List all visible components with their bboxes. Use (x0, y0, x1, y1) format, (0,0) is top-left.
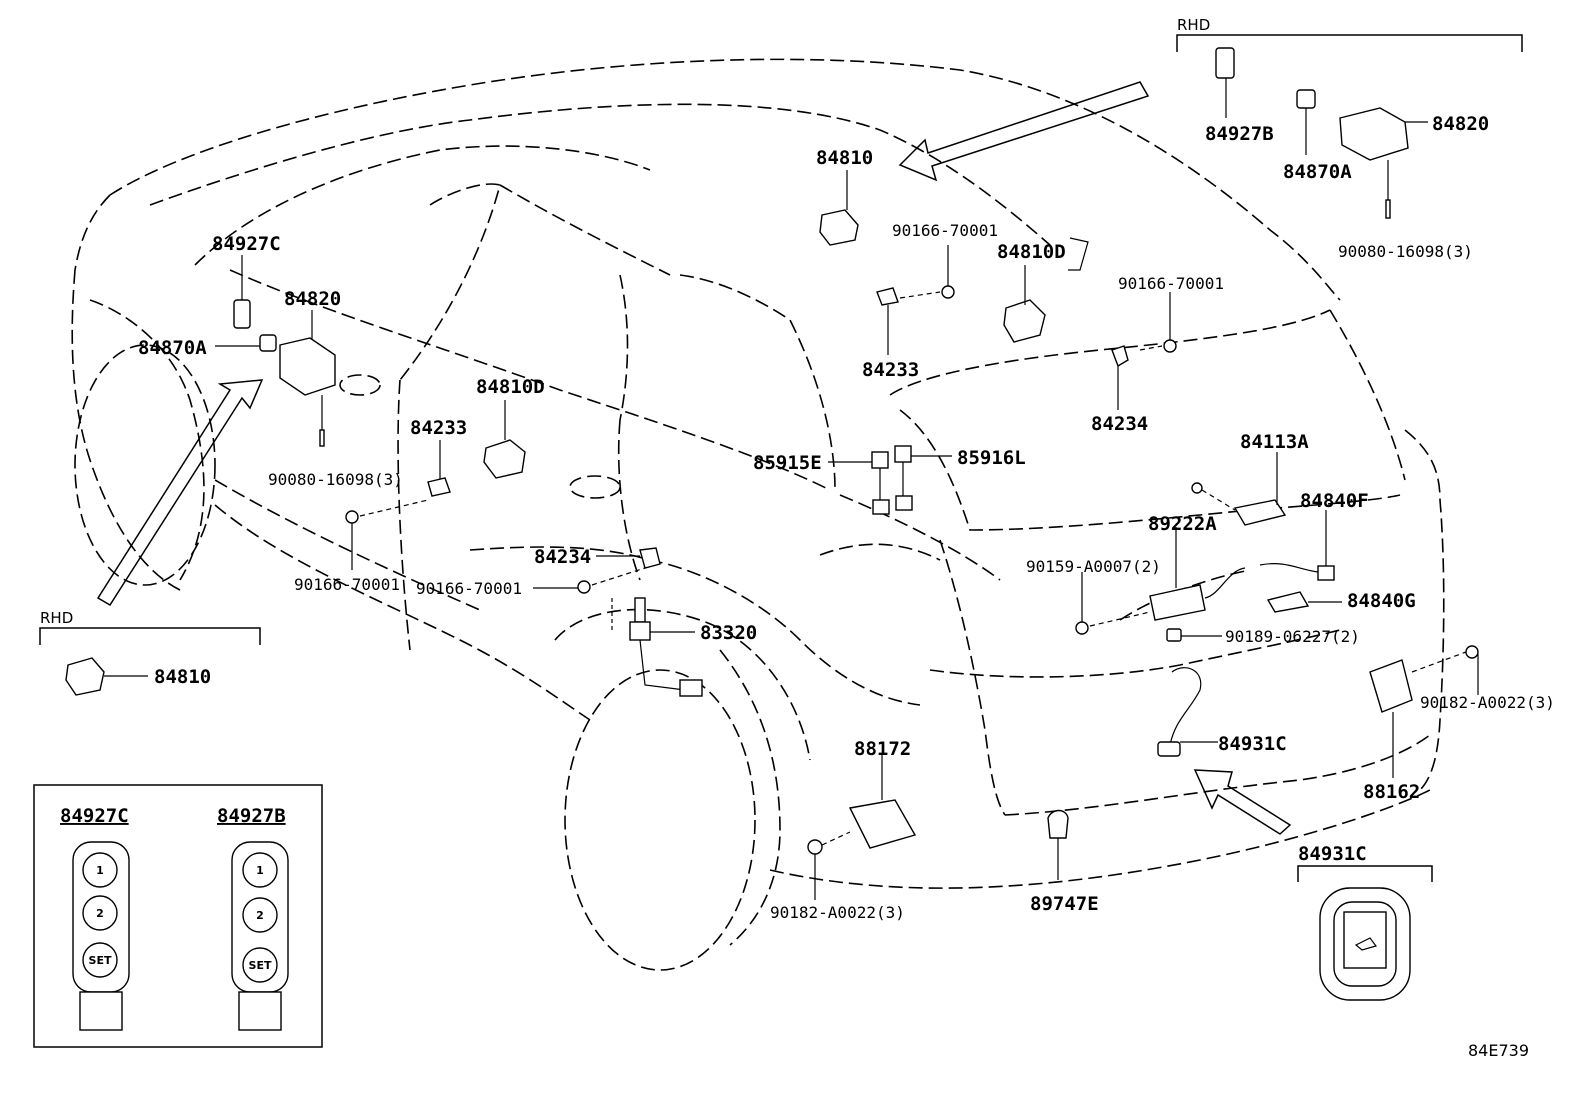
inset-label-84927B: 84927B (217, 805, 286, 827)
label-84233-right: 84233 (862, 359, 919, 381)
inset-label-84931C: 84931C (1298, 843, 1367, 865)
label-84113A: 84113A (1240, 431, 1309, 453)
screw-90159-icon (1075, 572, 1151, 635)
module-88162-icon (1369, 645, 1479, 778)
switch-84810D-mid-icon (483, 400, 526, 479)
label-84927C: 84927C (212, 233, 281, 255)
power-seat-switch-84820-left-icon (279, 310, 336, 447)
sensor-84233-right-icon (876, 287, 899, 355)
label-90189: 90189-06227(2) (1225, 627, 1360, 646)
module-88172-icon (807, 755, 917, 900)
label-84870A-left: 84870A (138, 337, 207, 359)
label-90182-right: 90182-A0022(3) (1420, 693, 1555, 712)
switch-84927B-icon (1215, 47, 1235, 118)
btn-2-label-c: 2 (96, 907, 104, 920)
inset-84931C: 84931C (1297, 843, 1433, 1001)
btn-set-label-b: SET (249, 959, 272, 972)
bracket-84113A-icon (1191, 452, 1287, 526)
label-84931C: 84931C (1218, 733, 1287, 755)
switch-84810D-right-icon (1003, 237, 1089, 343)
label-88172: 88172 (854, 738, 911, 760)
screw-90166-d-icon (533, 567, 646, 594)
switch-84840G-icon (1266, 591, 1342, 613)
switch-84870A-top-icon (1296, 89, 1316, 155)
part-labels: 84927B 84820 84870A 90080-16098(3) 84810… (138, 113, 1555, 922)
label-84810D-mid: 84810D (476, 376, 545, 398)
screw-90166-c-icon (345, 499, 429, 570)
label-84820-left: 84820 (284, 288, 341, 310)
switch-84810-top-icon (819, 170, 859, 246)
label-90166-d: 90166-70001 (416, 579, 522, 598)
switch-84927C-left-icon (233, 255, 251, 329)
power-seat-switch-84820-top-icon (1339, 107, 1428, 219)
rhd-left-label: RHD (40, 609, 73, 627)
diagram-code: 84E739 (1468, 1041, 1529, 1060)
label-89222A: 89222A (1148, 513, 1217, 535)
control-89222A-icon (1149, 527, 1246, 621)
sensor-84233-mid-icon (427, 440, 451, 497)
btn-1-label-b: 1 (256, 864, 264, 877)
label-85915E: 85915E (753, 452, 822, 474)
label-84234-mid: 84234 (534, 546, 591, 568)
tailgate-icon (1354, 937, 1378, 951)
label-84234-right: 84234 (1091, 413, 1148, 435)
label-84840F: 84840F (1300, 490, 1369, 512)
label-90166-b: 90166-70001 (1118, 274, 1224, 293)
screw-90166-b-icon (1139, 292, 1177, 353)
sensor-84234-mid-icon (596, 547, 661, 569)
label-89747E: 89747E (1030, 893, 1099, 915)
label-84810-top: 84810 (816, 147, 873, 169)
clip-90189-icon (1166, 628, 1222, 642)
label-84840G: 84840G (1347, 590, 1416, 612)
switch-84870A-left-icon (215, 334, 277, 352)
label-85916L: 85916L (957, 447, 1026, 469)
label-88162: 88162 (1363, 781, 1420, 803)
label-90182-bottom: 90182-A0022(3) (770, 903, 905, 922)
sensor-84234-right-icon (1111, 345, 1129, 410)
label-84810-left: 84810 (154, 666, 211, 688)
btn-2-label-b: 2 (256, 909, 264, 922)
label-90080-left: 90080-16098(3) (268, 470, 403, 489)
sensor-89747E-icon (1047, 809, 1069, 880)
inset-memory-switches: 84927C 84927B 1 2 SET 1 2 SET (33, 784, 323, 1048)
label-90080-top: 90080-16098(3) (1338, 242, 1473, 261)
screw-90166-a-icon (899, 245, 955, 299)
label-84233-mid: 84233 (410, 417, 467, 439)
switch-84810-rhd-icon (65, 657, 148, 696)
btn-set-label-c: SET (89, 954, 112, 967)
rhd-top-label: RHD (1177, 16, 1210, 34)
label-83320: 83320 (700, 622, 757, 644)
memory-switch-84927B-icon: 1 2 SET (231, 841, 289, 1031)
sensor-83320-icon (611, 597, 703, 697)
label-84870A-top: 84870A (1283, 161, 1352, 183)
label-84927B: 84927B (1205, 123, 1274, 145)
label-84810D-right: 84810D (997, 241, 1066, 263)
memory-switch-84927C-icon: 1 2 SET (72, 841, 130, 1031)
switch-84840F-icon (1259, 510, 1335, 581)
inset-label-84927C: 84927C (60, 805, 129, 827)
label-84820-top: 84820 (1432, 113, 1489, 135)
direction-arrows (96, 81, 1292, 835)
relay-85916L-icon (894, 445, 952, 511)
rhd-left-bracket: RHD (39, 609, 261, 645)
relay-85915E-icon (828, 451, 890, 515)
vehicle-body-outline (71, 58, 1445, 971)
harness-84931C-icon (1157, 667, 1218, 757)
rhd-top-bracket: RHD (1176, 16, 1523, 52)
label-90166-c: 90166-70001 (294, 575, 400, 594)
label-90159: 90159-A0007(2) (1026, 557, 1161, 576)
label-90166-a: 90166-70001 (892, 221, 998, 240)
btn-1-label-c: 1 (96, 864, 104, 877)
